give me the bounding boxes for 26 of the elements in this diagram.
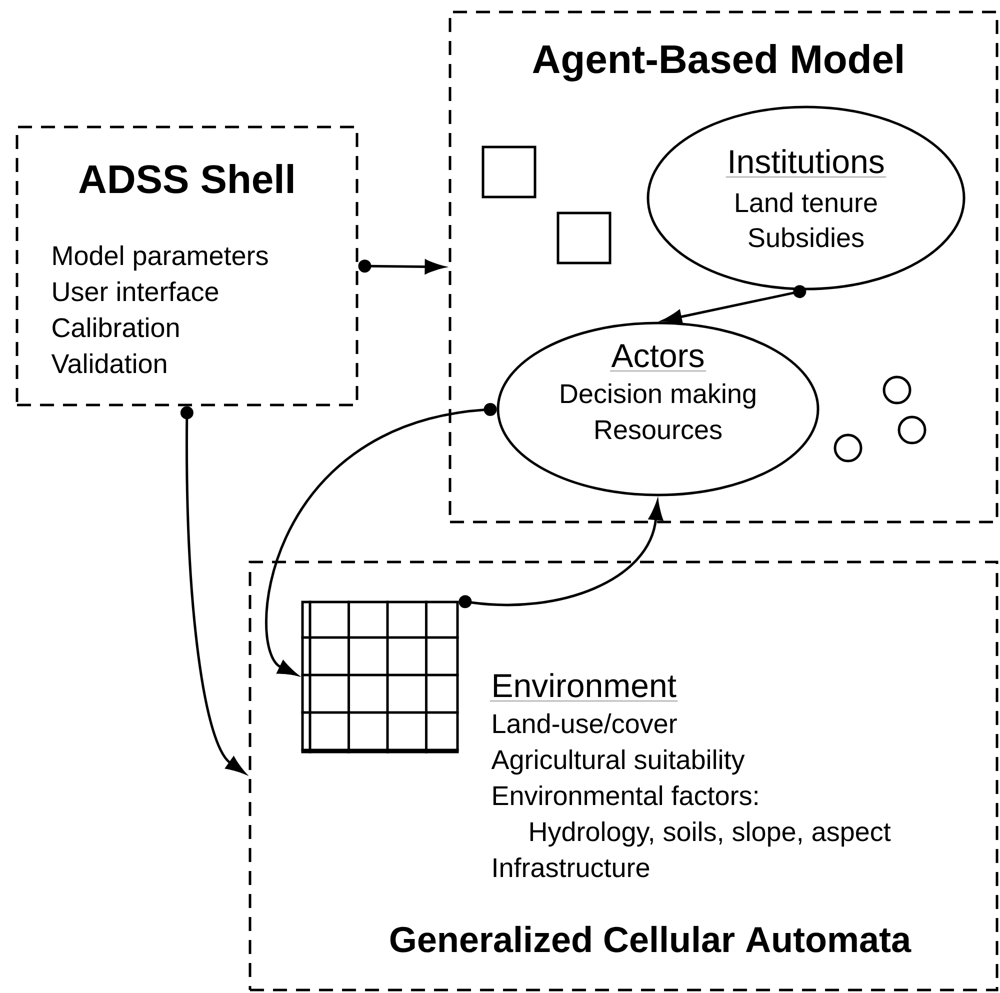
- circle: [882, 376, 912, 404]
- heading: Actors: [610, 344, 706, 372]
- list-item: Land-use/cover: [493, 713, 677, 734]
- circle: [834, 434, 862, 462]
- heading: Generalized Cellular Automata: [390, 926, 912, 952]
- arrow: [265, 402, 497, 676]
- heading: Agent-Based Model: [532, 44, 902, 82]
- heading: ADSS Shell: [79, 164, 294, 194]
- square: [482, 146, 536, 198]
- heading: Institutions: [726, 149, 886, 178]
- list-item: Infrastructure: [494, 857, 650, 878]
- list-item: Validation: [51, 353, 166, 374]
- circle: [898, 416, 926, 444]
- list-item: Resources: [596, 420, 722, 440]
- square: [556, 212, 612, 264]
- list-item: User interface: [53, 281, 218, 302]
- heading: Environment: [490, 673, 678, 702]
- list-item: Calibration: [52, 317, 179, 338]
- list-item: Land tenure: [736, 192, 877, 212]
- list-item: Environmental factors:: [493, 785, 758, 806]
- grid-drawing: [300, 600, 460, 754]
- list-item: Agricultural suitability: [491, 749, 745, 775]
- list-item: Decision making: [561, 383, 756, 409]
- list-item: Model parameters: [53, 245, 268, 271]
- list-item: Subsidies: [748, 227, 864, 248]
- list-item: Hydrology, soils, slope, aspect: [530, 821, 891, 847]
